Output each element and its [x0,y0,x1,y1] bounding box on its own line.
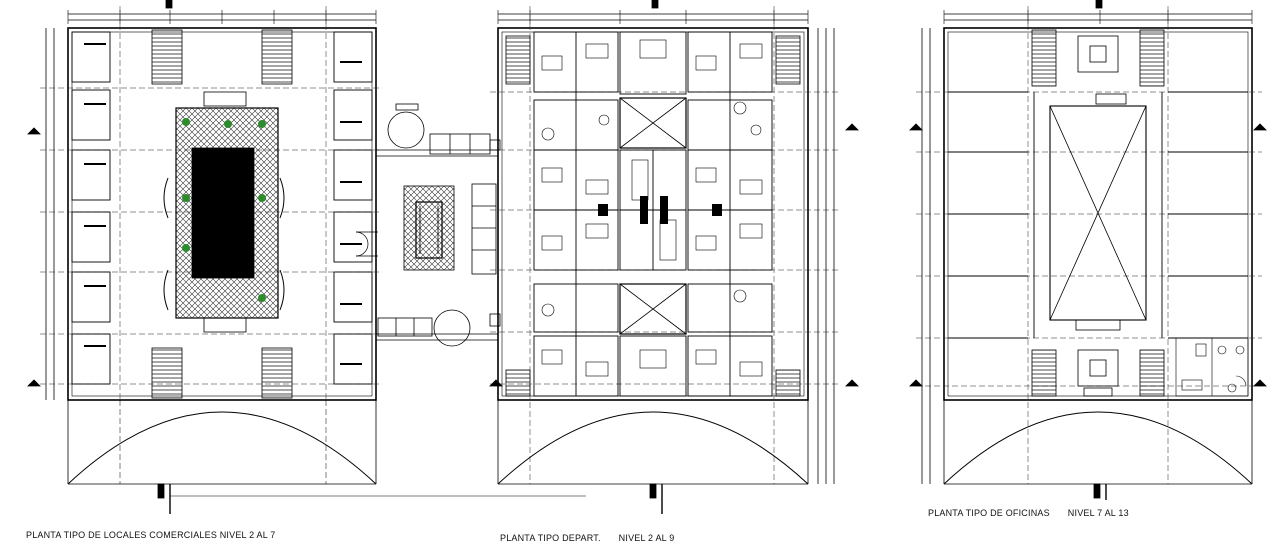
apartments-floor-plan [489,0,859,514]
offices-plan-level: NIVEL 7 AL 13 [1067,508,1129,518]
apartments-plan-title: PLANTA TIPO DEPART. NIVEL 2 AL 9 [500,533,674,543]
offices-plan-name: PLANTA TIPO DE OFICINAS [928,508,1050,518]
connector-bridge [170,103,586,497]
commercial-plan-title-text: PLANTA TIPO DE LOCALES COMERCIALES NIVEL… [26,530,276,540]
apartments-plan-level: NIVEL 2 AL 9 [618,533,675,543]
apartments-plan-name: PLANTA TIPO DEPART. [500,533,601,543]
commercial-plan-title: PLANTA TIPO DE LOCALES COMERCIALES NIVEL… [26,530,276,540]
offices-plan-title: PLANTA TIPO DE OFICINAS NIVEL 7 AL 13 [928,508,1129,518]
offices-floor-plan [909,0,1267,500]
commercial-floor-plan [27,0,380,514]
